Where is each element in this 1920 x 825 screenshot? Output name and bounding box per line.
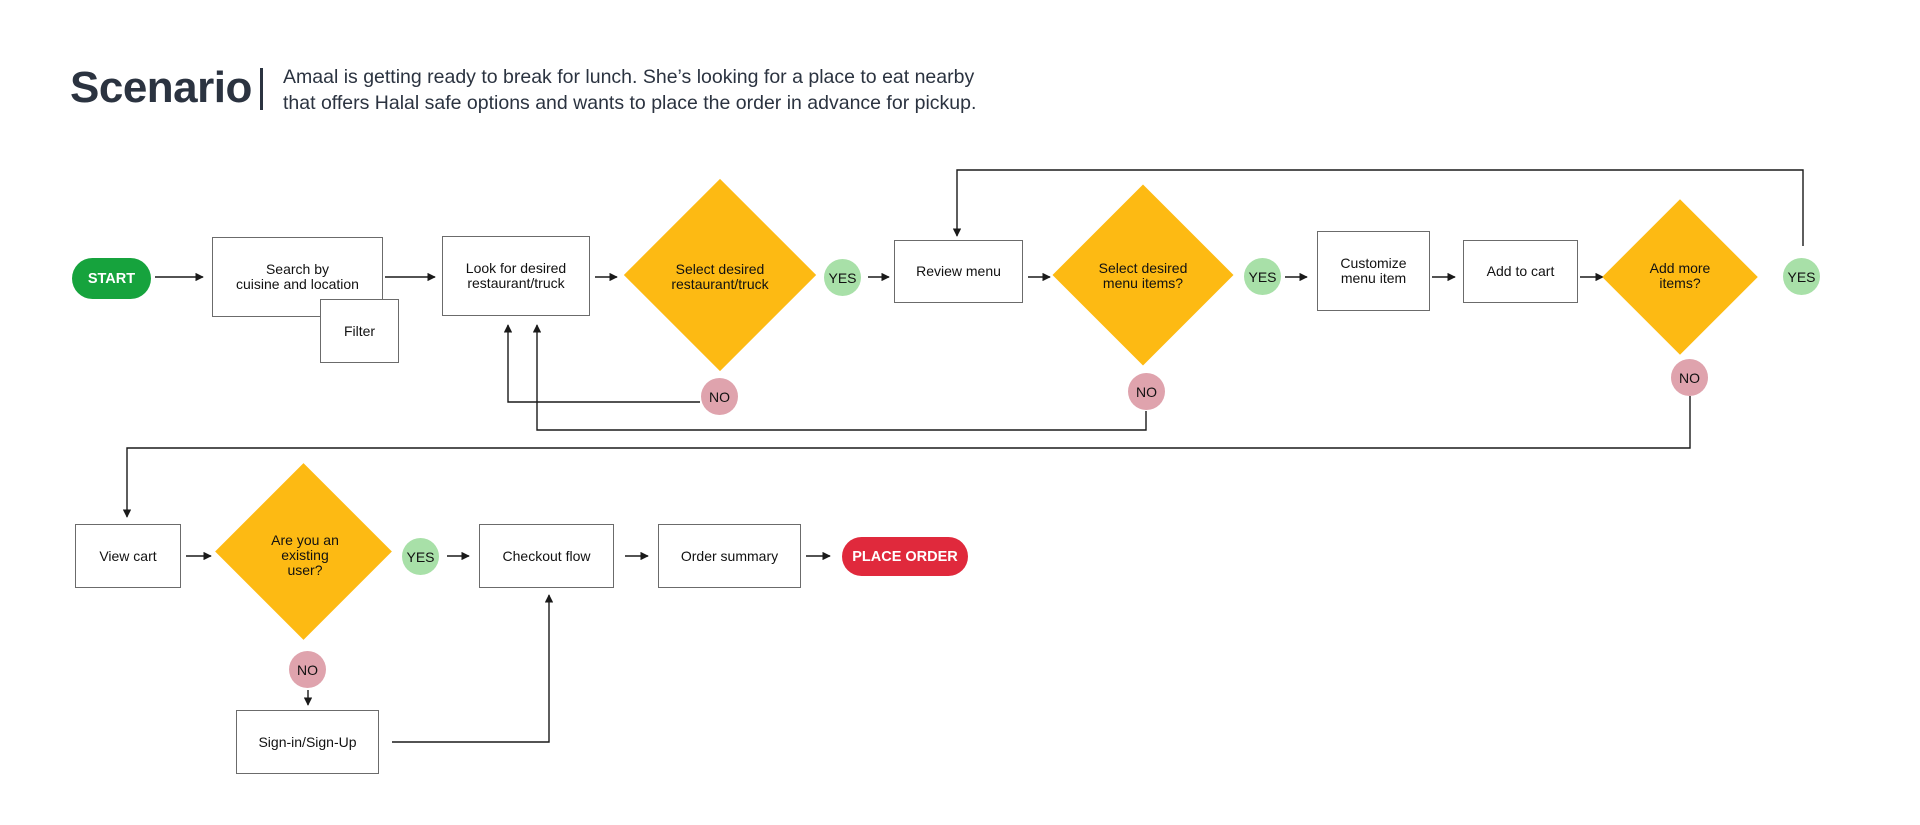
no-badge-add-more: NO <box>1671 359 1708 396</box>
yes-badge-existing: YES <box>402 538 439 575</box>
customize-line-2: menu item <box>1340 270 1407 286</box>
title-divider <box>260 68 263 110</box>
select-restaurant-line-1: Select desired <box>675 261 765 277</box>
view-cart-box: View cart <box>75 524 181 588</box>
select-menu-label: Select desired menu items? <box>1063 256 1223 296</box>
no-badge-menu: NO <box>1128 373 1165 410</box>
yes-badge-menu: YES <box>1244 258 1281 295</box>
arrow-add-more-no <box>122 396 1691 518</box>
checkout-box: Checkout flow <box>479 524 614 588</box>
select-restaurant-label: Select desired restaurant/truck <box>640 257 800 297</box>
yes-badge-restaurant: YES <box>824 259 861 296</box>
order-summary-box: Order summary <box>658 524 801 588</box>
customize-line-1: Customize <box>1340 255 1407 271</box>
review-menu-box: Review menu <box>894 240 1023 303</box>
existing-user-line-1: Are you an <box>271 531 339 548</box>
arrow-select-menu-no <box>532 324 1147 431</box>
select-menu-line-2: menu items? <box>1102 275 1184 291</box>
yes-badge-add-more: YES <box>1783 258 1820 295</box>
select-menu-line-1: Select desired <box>1098 260 1188 276</box>
select-restaurant-line-2: restaurant/truck <box>671 276 769 292</box>
page-title: Scenario <box>70 63 252 112</box>
add-more-line-1: Add more <box>1649 260 1711 276</box>
add-to-cart-box: Add to cart <box>1463 240 1578 303</box>
look-restaurant-box: Look for desired restaurant/truck <box>442 236 590 316</box>
scenario-description-line-1: Amaal is getting ready to break for lunc… <box>283 66 975 88</box>
start-node: START <box>72 258 151 299</box>
no-badge-existing: NO <box>289 651 326 688</box>
place-order-node: PLACE ORDER <box>842 537 968 576</box>
scenario-description-line-2: that offers Halal safe options and wants… <box>283 92 977 114</box>
existing-user-label: Are you an existing user? <box>250 530 360 580</box>
search-box-line-1: Search by <box>265 261 330 277</box>
no-badge-restaurant: NO <box>701 378 738 415</box>
arrow-add-more-yes-loop <box>952 169 1804 246</box>
signin-box: Sign-in/Sign-Up <box>236 710 379 774</box>
look-restaurant-line-2: restaurant/truck <box>467 275 565 291</box>
add-more-label: Add more items? <box>1610 256 1750 296</box>
existing-user-line-2: existing <box>281 546 329 563</box>
customize-box: Customize menu item <box>1317 231 1430 311</box>
search-box-line-2: cuisine and location <box>236 276 359 292</box>
arrow-signin-to-checkout <box>392 594 554 743</box>
arrow-select-restaurant-no <box>503 324 700 403</box>
filter-box: Filter <box>320 299 399 363</box>
existing-user-line-3: user? <box>287 561 323 578</box>
add-more-line-2: items? <box>1659 275 1701 291</box>
scenario-description: Amaal is getting ready to break for lunc… <box>283 64 976 116</box>
look-restaurant-line-1: Look for desired <box>465 260 567 276</box>
